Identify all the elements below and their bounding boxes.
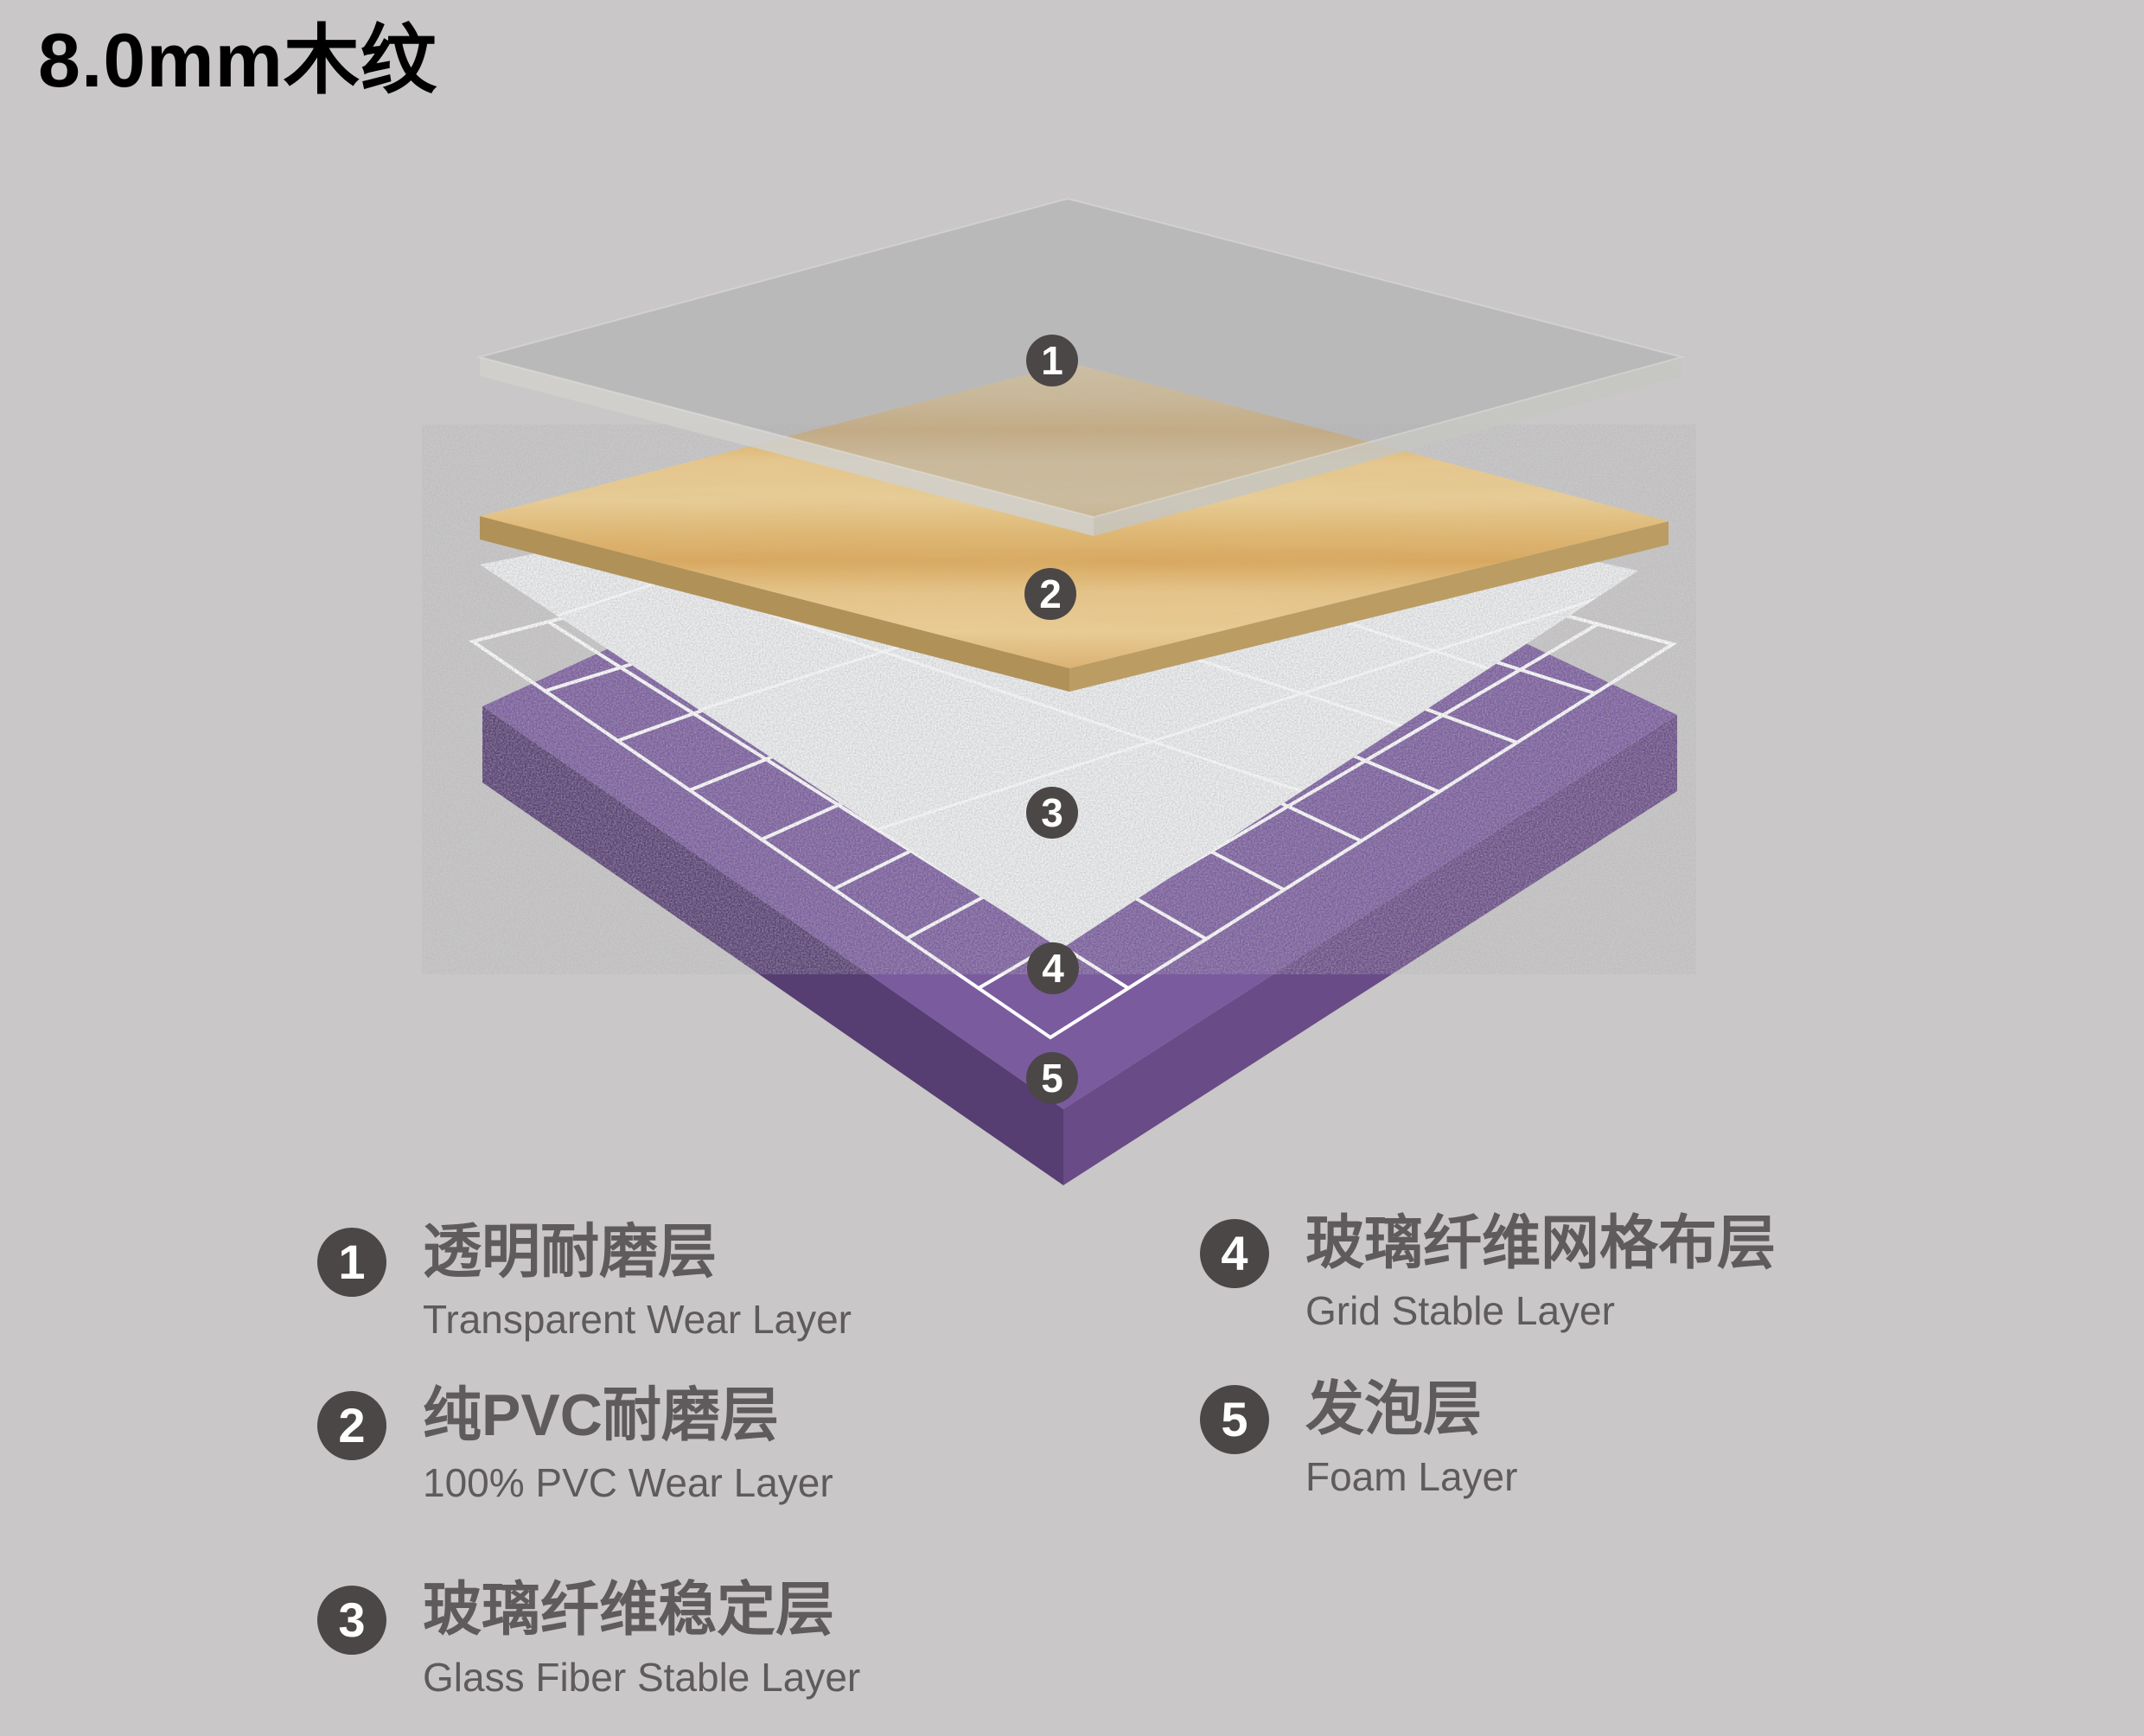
legend-badge-2: 2 <box>317 1391 386 1460</box>
pvc-wood-edge-left <box>480 516 1069 692</box>
legend-en-label: Glass Fiber Stable Layer <box>423 1655 861 1700</box>
legend-zh-label: 透明耐磨层 <box>423 1219 718 1285</box>
legend-en-label: Foam Layer <box>1305 1454 1518 1499</box>
diagram-badge-1-number: 1 <box>1041 338 1063 383</box>
diagram-badge-2 <box>1024 568 1076 620</box>
diagram-badge-2-number: 2 <box>1039 571 1062 616</box>
legend-zh-label: 纯PVC耐磨层 <box>423 1382 779 1448</box>
legend-item-glass-fiber-stable-layer: 3 玻璃纤维稳定层 Glass Fiber Stable Layer <box>317 1575 860 1703</box>
diagram-badge-3-number: 3 <box>1041 790 1063 835</box>
diagram-badge-4 <box>1027 942 1079 994</box>
legend-zh-label: 玻璃纤维网格布层 <box>1305 1210 1777 1276</box>
diagram-badge-5-number: 5 <box>1041 1056 1063 1101</box>
transparent-wear-layer <box>476 197 1685 536</box>
transparent-wear-edge-right <box>1094 357 1681 536</box>
legend-item-foam-layer: 5 发泡层 Foam Layer <box>1200 1375 1517 1503</box>
foam-layer-right-side <box>1063 715 1677 1185</box>
diagram-badge-1 <box>1026 335 1078 386</box>
legend-en-label: Transparent Wear Layer <box>423 1297 852 1342</box>
transparent-wear-top-face <box>476 197 1685 519</box>
transparent-wear-edge-left <box>480 357 1094 536</box>
legend-item-transparent-wear-layer: 1 透明耐磨层 Transparent Wear Layer <box>317 1217 852 1345</box>
legend-badge-3: 3 <box>317 1586 386 1655</box>
page-title: 8.0mm木纹 <box>38 17 437 103</box>
legend-badge-4: 4 <box>1200 1219 1269 1288</box>
legend-zh-label: 玻璃纤维稳定层 <box>423 1577 835 1643</box>
foam-layer-left-side <box>482 706 1063 1185</box>
diagram-badges <box>1024 335 1079 1104</box>
legend-item-grid-stable-layer: 4 玻璃纤维网格布层 Grid Stable Layer <box>1200 1209 1776 1337</box>
legend-badge-5: 5 <box>1200 1385 1269 1454</box>
diagram-badge-3 <box>1026 787 1078 839</box>
legend-zh-label: 发泡层 <box>1305 1376 1483 1442</box>
diagram-badge-4-number: 4 <box>1042 946 1064 991</box>
legend-en-label: Grid Stable Layer <box>1305 1288 1615 1333</box>
legend-item-pvc-wear-layer: 2 纯PVC耐磨层 100% PVC Wear Layer <box>317 1381 833 1509</box>
diagram-badge-5 <box>1026 1052 1078 1104</box>
diagram-badge-numbers: 1 2 3 4 5 <box>1039 338 1064 1101</box>
pvc-wood-edge-right <box>1069 521 1669 692</box>
legend-badge-1: 1 <box>317 1228 386 1297</box>
legend-en-label: 100% PVC Wear Layer <box>423 1460 833 1505</box>
